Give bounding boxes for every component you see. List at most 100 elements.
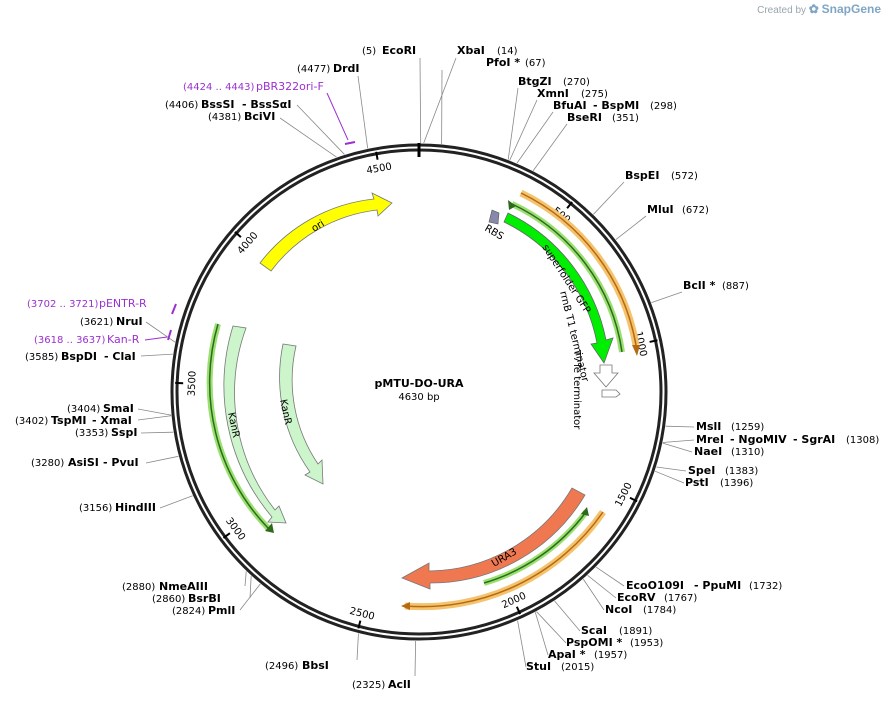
site-bspei[interactable]: BspEI: [625, 169, 659, 182]
ura3-feature[interactable]: [401, 487, 586, 590]
site-psti[interactable]: PstI: [685, 476, 709, 489]
t7te-terminator-feature[interactable]: [601, 389, 621, 398]
site-ncoi-pos: (1784): [643, 605, 676, 616]
site-sspi[interactable]: SspI: [111, 426, 137, 439]
site-leader-line: [507, 87, 519, 160]
tick-label: 3500: [187, 371, 199, 397]
site-leader-line: [140, 431, 174, 434]
site-bsssai[interactable]: - BssSαI: [242, 98, 291, 111]
site-sspi-pos: (3353): [75, 428, 108, 439]
site-pfoi[interactable]: PfoI *: [486, 56, 520, 69]
primer-pbr322ori-f-range: (4424 .. 4443): [183, 82, 255, 93]
site-ecori-pos: (5): [362, 46, 376, 57]
site-leader-line: [651, 291, 683, 304]
site-smai[interactable]: SmaI: [103, 402, 134, 415]
site-nrui[interactable]: NruI: [116, 315, 143, 328]
site-ncoi[interactable]: NcoI: [605, 603, 632, 616]
kanr-inner-feature[interactable]: [279, 343, 324, 485]
site-leader-line: [517, 620, 527, 668]
site-btgzi[interactable]: BtgZI: [518, 75, 552, 88]
tick-mark: [515, 606, 522, 615]
tick-mark: [222, 532, 231, 539]
site-hindiii[interactable]: HindIII: [115, 501, 156, 514]
site-tspmi[interactable]: TspMI: [51, 414, 87, 427]
site-clai[interactable]: - ClaI: [104, 350, 136, 363]
site-drdi[interactable]: DrdI: [333, 62, 360, 75]
site-bsrbi[interactable]: BsrBI: [188, 592, 221, 605]
site-bbsi[interactable]: BbsI: [302, 659, 329, 672]
site-ecori[interactable]: EcoRI: [382, 44, 416, 57]
site-scai-pos: (1891): [619, 626, 652, 637]
site-bcli[interactable]: BclI *: [683, 279, 716, 292]
site-pspomi[interactable]: PspOMI *: [566, 636, 623, 649]
site-xmai[interactable]: - XmaI: [92, 414, 132, 427]
site-xmni[interactable]: XmnI: [537, 87, 569, 100]
site-nmeaiii[interactable]: NmeAIII: [159, 580, 208, 593]
site-ecorv[interactable]: EcoRV: [617, 591, 656, 604]
ura3-orf-line: [404, 511, 604, 608]
site-pvui[interactable]: - PvuI: [103, 456, 139, 469]
site-stui[interactable]: StuI: [526, 660, 551, 673]
plasmid-size: 4630 bp: [398, 392, 439, 403]
rbs-feature[interactable]: [488, 209, 500, 225]
site-leader-line: [145, 455, 179, 464]
site-naei[interactable]: NaeI: [694, 445, 722, 458]
site-asisi[interactable]: AsiSI: [68, 456, 99, 469]
site-ecoo109i[interactable]: EcoO109I: [626, 579, 684, 592]
site-leader-line: [357, 75, 369, 149]
site-acli[interactable]: AclI: [388, 678, 411, 691]
site-bseri[interactable]: BseRI: [567, 111, 602, 124]
site-bcivi-pos: (4381): [208, 112, 241, 123]
rrnb-t1-terminator-feature[interactable]: [593, 364, 619, 388]
site-xbai[interactable]: XbaI: [457, 44, 485, 57]
site-leader-line: [587, 574, 617, 599]
primer-kan-r-mark[interactable]: [167, 329, 172, 341]
tick-mark: [375, 151, 379, 160]
site-bspdi[interactable]: BspDI: [61, 350, 97, 363]
primer-pbr322ori-f[interactable]: pBR322ori-F: [256, 80, 324, 93]
site-bspmi[interactable]: - BspMI: [593, 99, 639, 112]
site-ngomiv[interactable]: - NgoMIV: [730, 433, 787, 446]
site-mrei[interactable]: MreI: [696, 433, 724, 446]
site-naei-pos: (1310): [731, 447, 764, 458]
site-sgrai[interactable]: - SgrAI: [793, 433, 835, 446]
tick-mark: [566, 201, 573, 209]
site-bfuai-pos: (298): [650, 101, 677, 112]
ura3-orf-arrowhead: [401, 602, 410, 610]
gfp-orf-line: [520, 192, 637, 346]
primer-pentr-r[interactable]: pENTR-R: [99, 297, 147, 310]
site-spei[interactable]: SpeI: [688, 464, 715, 477]
primer-pentr-r-mark[interactable]: [171, 303, 177, 315]
site-psti-pos: (1396): [720, 478, 753, 489]
tick-label: 2500: [348, 606, 375, 623]
tick-mark: [629, 496, 638, 503]
tick-label: 4500: [366, 161, 393, 176]
site-leader-line: [615, 215, 647, 240]
site-msli[interactable]: MslI: [696, 420, 721, 433]
site-leader-line: [534, 612, 549, 656]
site-hindiii-pos: (3156): [79, 503, 112, 514]
site-bfuai[interactable]: BfuAI: [553, 99, 587, 112]
primer-kan-r[interactable]: Kan-R: [107, 333, 140, 346]
site-pmli-pos: (2824): [172, 606, 205, 617]
site-leader-line: [244, 571, 247, 587]
site-apai[interactable]: ApaI *: [548, 648, 586, 661]
site-bsssi[interactable]: BssSI: [201, 98, 235, 111]
ori-feature[interactable]: [259, 192, 393, 272]
tick-mark: [357, 620, 362, 629]
primer-pbr322ori-f-leader: [326, 92, 349, 141]
site-bsrbi-pos: (2860): [152, 594, 185, 605]
kanr-inner-label: KanR: [277, 398, 293, 426]
superfolder-gfp-feature[interactable]: [503, 212, 614, 364]
site-mlui[interactable]: MluI: [647, 203, 674, 216]
kanr-orf-arrowhead: [265, 523, 274, 533]
kanr-feature[interactable]: [223, 325, 287, 524]
site-xbai-pos: (14): [497, 46, 518, 57]
primer-pbr322ori-f-mark[interactable]: [344, 141, 356, 145]
site-ppumi[interactable]: - PpuMI: [694, 579, 741, 592]
site-bcivi[interactable]: BciVI: [244, 110, 275, 123]
kanr-label: KanR: [225, 411, 241, 439]
site-pmli[interactable]: PmlI: [208, 604, 235, 617]
site-scai[interactable]: ScaI: [581, 624, 607, 637]
